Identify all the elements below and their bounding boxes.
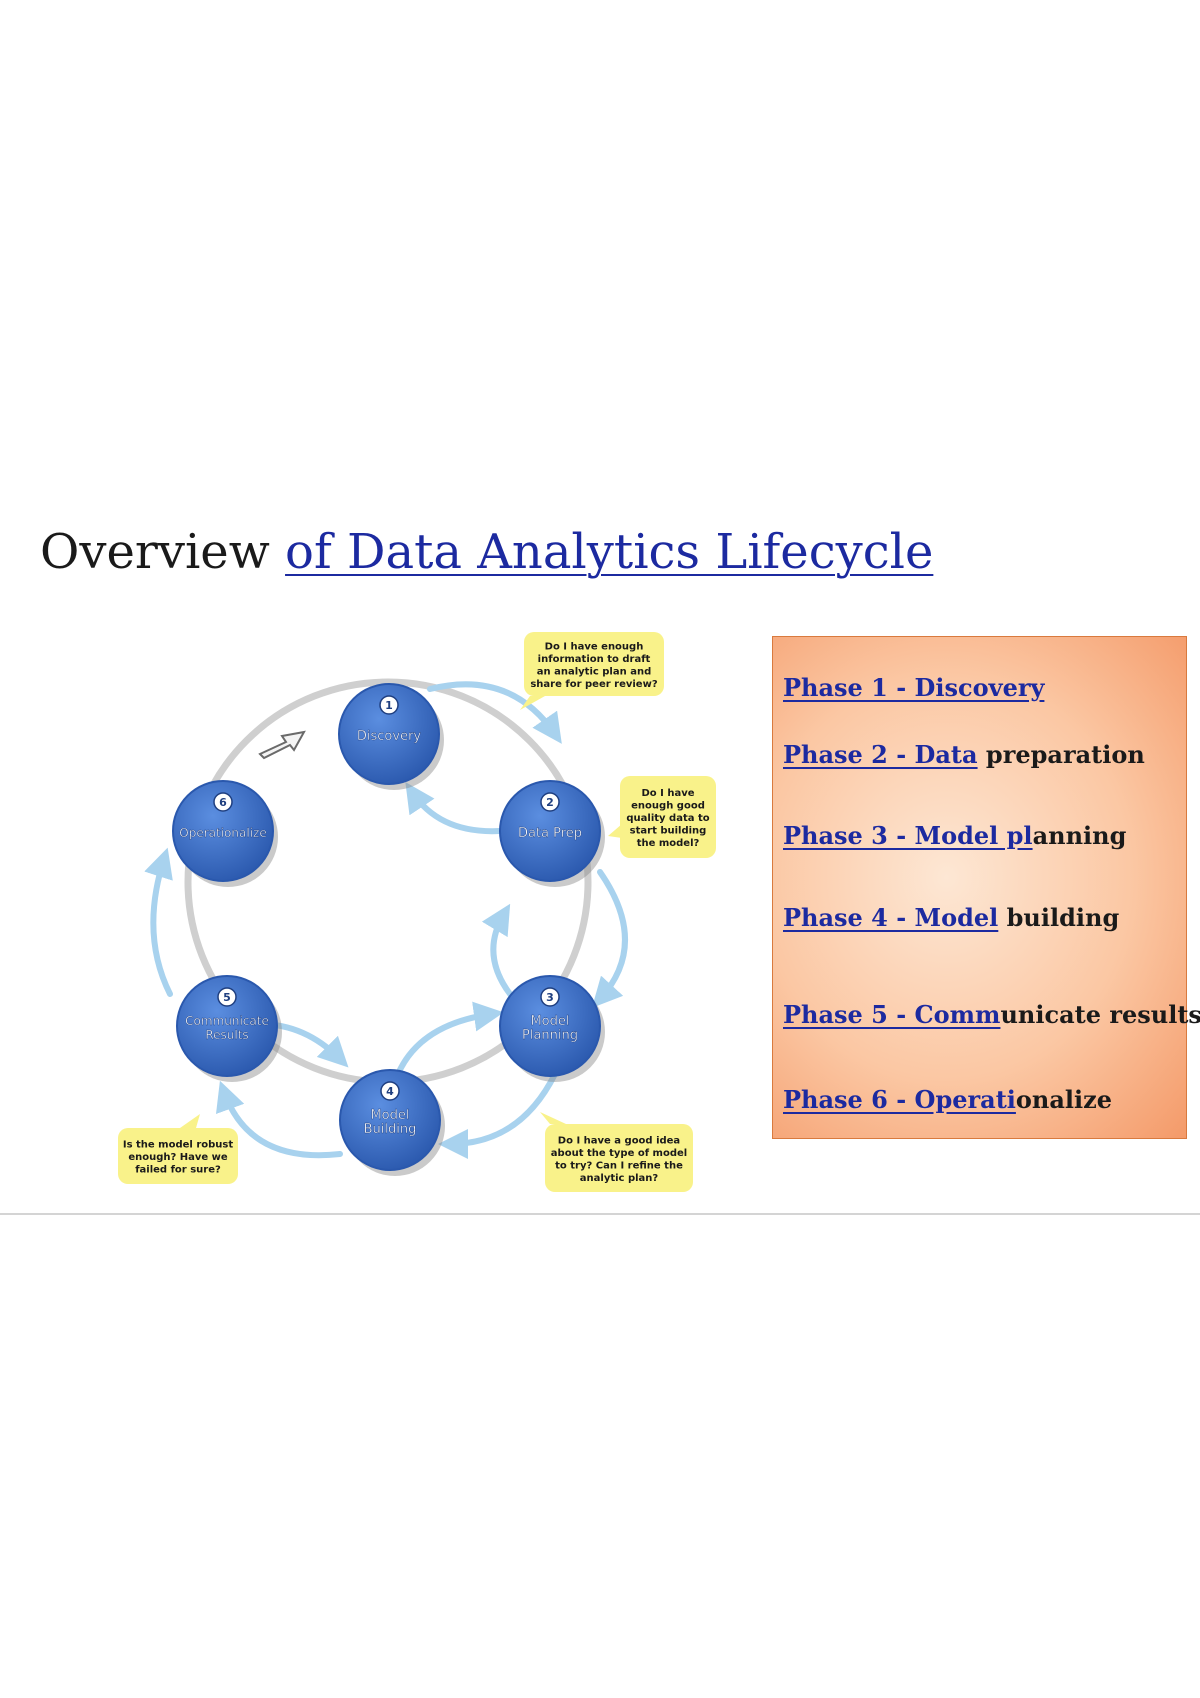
callout-tail <box>608 824 622 838</box>
phase-name-line: Data Prep <box>518 826 582 841</box>
callout-text-line: share for peer review? <box>530 679 657 690</box>
phase-number-badge <box>540 792 560 812</box>
callout-bubble <box>545 1124 693 1192</box>
question-callout-3: Do I have a good idea about the type of m… <box>540 1112 693 1192</box>
phase-name-line: Operationalize <box>179 826 266 840</box>
phase-item-6: Phase 6 - Operationalize <box>783 1085 1112 1115</box>
phase-item-5-link[interactable]: Phase 5 - Comm <box>783 1000 1001 1029</box>
phase-node-circle <box>172 780 274 882</box>
callout-text-line: Do I have <box>641 788 694 799</box>
phase-item-4-rest: building <box>998 903 1120 932</box>
phase-item-1: Phase 1 - Discovery <box>783 673 1044 703</box>
callout-text-line: Do I have a good idea <box>558 1135 680 1146</box>
arrow-planning-to-building <box>438 1071 558 1159</box>
callout-text-line: enough good <box>631 801 705 812</box>
discovery-arrow-icon <box>258 730 306 760</box>
phase-name-line: Model <box>370 1108 409 1123</box>
arrow-dataprep-to-discovery <box>405 782 503 835</box>
phase-item-3-rest: anning <box>1032 821 1127 850</box>
phase-node-circle <box>338 683 440 785</box>
phase-name-line: Model <box>530 1014 569 1029</box>
phase-item-6-link[interactable]: Phase 6 - Operati <box>783 1085 1016 1114</box>
phase-item-2-link[interactable]: Phase 2 - Data <box>783 740 978 769</box>
phase-number: 6 <box>219 796 227 809</box>
callout-text-line: start building <box>630 826 707 837</box>
callout-bubble <box>118 1128 238 1184</box>
phase-number: 3 <box>546 991 554 1004</box>
callout-text-line: about the type of model <box>551 1148 687 1159</box>
phase-number-badge <box>213 792 233 812</box>
phase-number-badge <box>380 1081 400 1101</box>
slide-title: Overview of Data Analytics Lifecycle <box>40 522 933 582</box>
arrow-discovery-to-dataprep <box>427 681 562 744</box>
phase-number-badge <box>540 987 560 1007</box>
phase-name-line: Building <box>364 1122 417 1137</box>
phase-item-1-link[interactable]: Phase 1 - Discovery <box>783 673 1045 702</box>
callout-bubble <box>620 776 716 858</box>
phase-node-circle <box>339 1069 441 1171</box>
title-prefix: Overview <box>40 524 286 580</box>
title-link[interactable]: of Data Analytics Lifecycle <box>285 524 934 580</box>
callout-tail <box>180 1114 200 1128</box>
callout-text-line: information to draft <box>538 654 651 665</box>
phase-list-panel: Phase 1 - Discovery Phase 2 - Data prepa… <box>772 636 1200 1139</box>
phase-item-3: Phase 3 - Model planning <box>783 821 1126 851</box>
callout-text-line: failed for sure? <box>135 1165 221 1176</box>
phase-item-6-rest: onalize <box>1015 1085 1113 1114</box>
phase-item-4-link[interactable]: Phase 4 - Model <box>783 903 999 932</box>
phase-item-4: Phase 4 - Model building <box>783 903 1119 933</box>
phase-number: 2 <box>546 796 554 809</box>
phase-name-line: Results <box>205 1028 248 1042</box>
phase-item-5-rest: unicate results <box>1000 1000 1200 1029</box>
arrow-results-to-operationalize <box>144 847 173 997</box>
phase-item-2: Phase 2 - Data preparation <box>783 740 1145 770</box>
arrow-planning-to-dataprep <box>481 903 513 997</box>
phase-number: 1 <box>385 699 393 712</box>
callout-tail <box>540 1112 566 1124</box>
arrow-building-to-results <box>216 1080 343 1159</box>
phase-node-circle <box>499 975 601 1077</box>
callout-text-line: an analytic plan and <box>537 666 652 677</box>
arrow-building-to-planning <box>395 1001 504 1077</box>
phase-item-2-rest: preparation <box>977 740 1145 769</box>
phase-name-line: Discovery <box>357 729 422 744</box>
cycle-arrows <box>144 681 628 1159</box>
callout-text-line: quality data to <box>626 813 709 824</box>
phase-number-badge <box>379 695 399 715</box>
phase-number: 5 <box>223 991 231 1004</box>
callout-text-line: enough? Have we <box>128 1152 228 1163</box>
phase-node-circle <box>499 780 601 882</box>
phase-item-5: Phase 5 - Communicate results <box>783 1000 1200 1030</box>
phase-name-line: Communicate <box>185 1014 269 1028</box>
callout-text-line: the model? <box>637 838 700 849</box>
phase-item-3-link[interactable]: Phase 3 - Model pl <box>783 821 1033 850</box>
callout-text-line: Do I have enough <box>545 641 644 652</box>
callout-text-line: to try? Can I refine the <box>555 1160 683 1171</box>
phase-number: 4 <box>386 1085 394 1098</box>
phase-number-badge <box>217 987 237 1007</box>
arrow-dataprep-to-planning <box>591 869 628 1008</box>
callout-bubble <box>524 632 664 696</box>
phase-name-line: Planning <box>522 1028 578 1043</box>
callout-text-line: Is the model robust <box>123 1140 233 1151</box>
callout-text-line: analytic plan? <box>580 1173 659 1184</box>
slide-divider <box>0 1213 1200 1215</box>
callout-tail <box>520 696 545 710</box>
phase-node-circle <box>176 975 278 1077</box>
